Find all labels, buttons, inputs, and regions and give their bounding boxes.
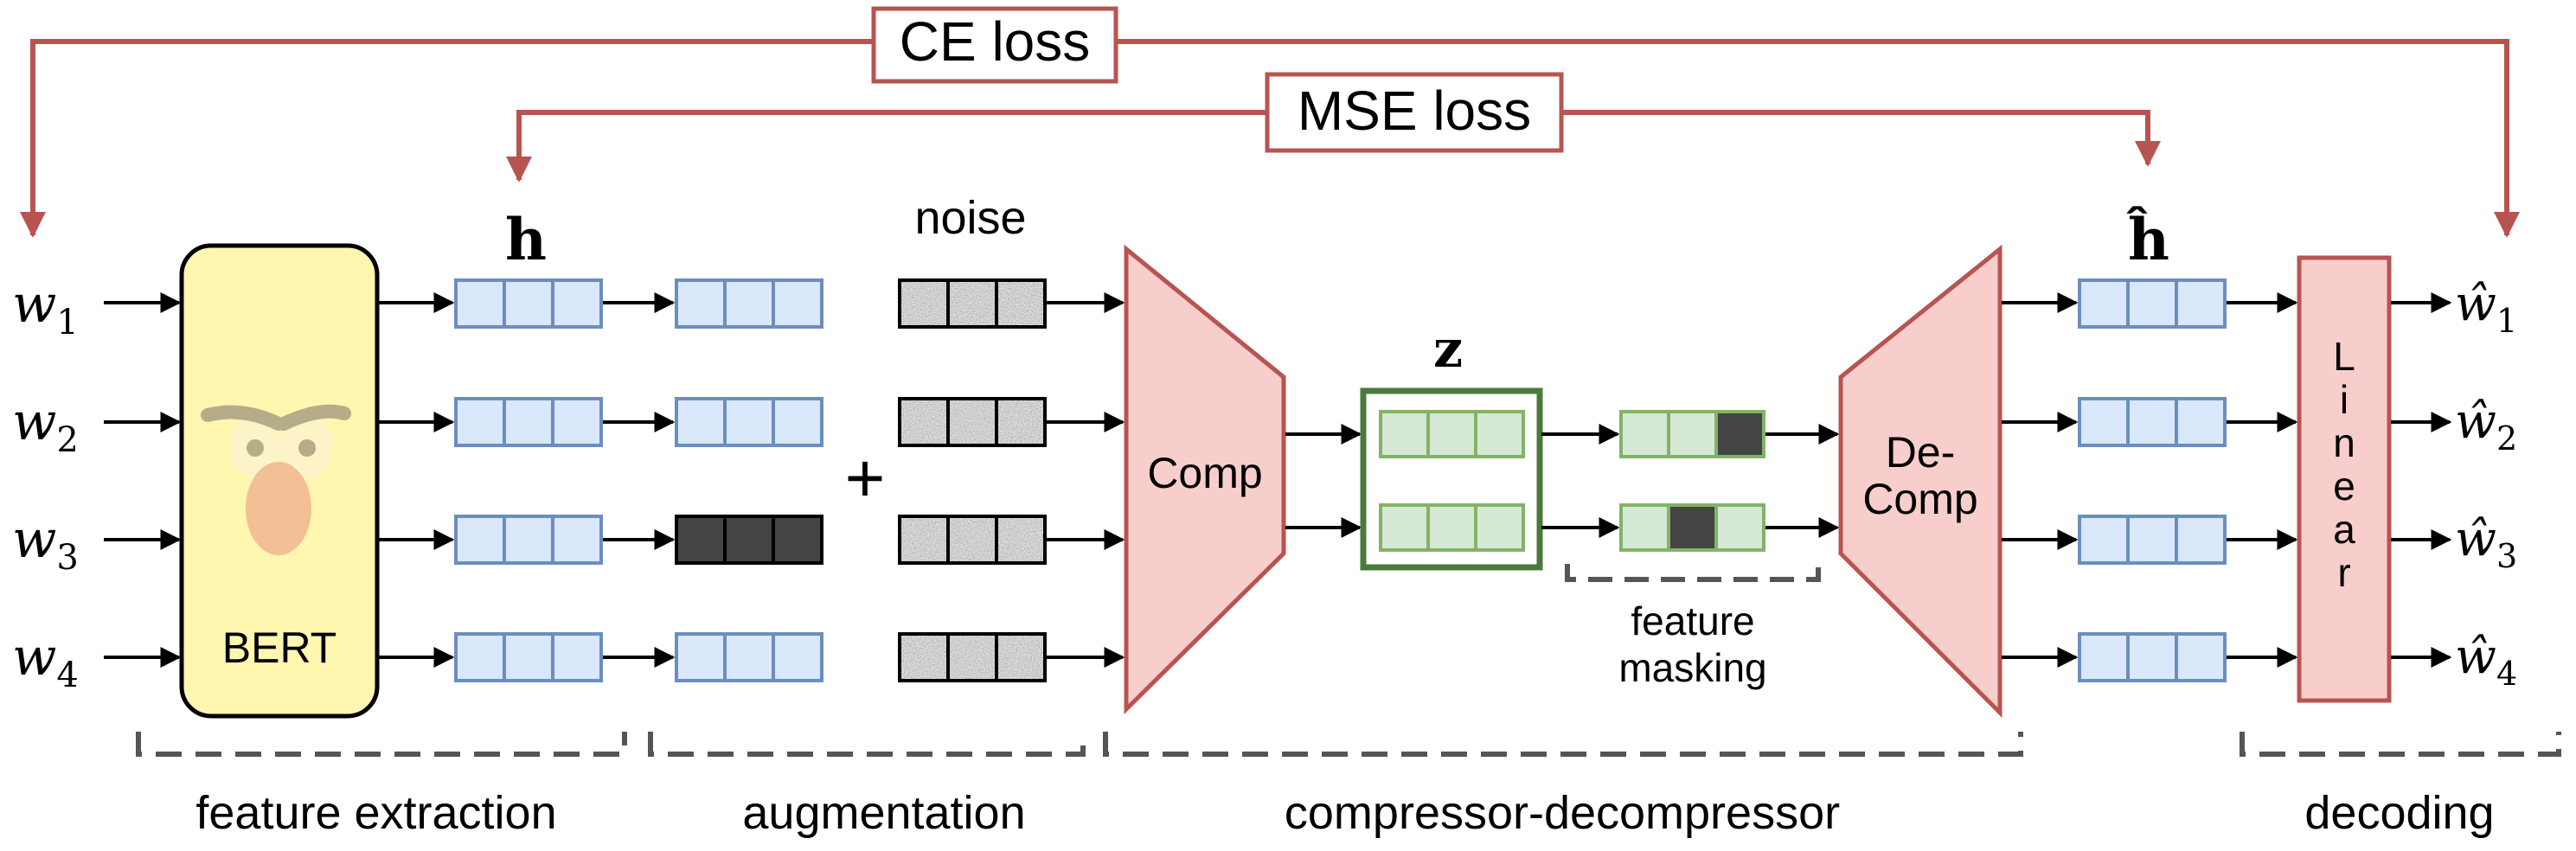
h-vectors [454,278,603,682]
ce-loss-connector: CE loss [20,6,2520,238]
comp-output-arrows [1285,424,1362,538]
mask-output-arrows [1765,424,1840,538]
augmentation-bracket [648,732,1086,757]
h-vector-4 [454,632,603,682]
decompressor-label-line1: De- [1886,428,1956,477]
bert-label: BERT [222,624,336,672]
noise-label: noise [914,192,1026,244]
h-vector-3 [454,515,603,565]
masked-feature-vectors [1619,410,1765,552]
h-output-arrows [603,292,676,668]
compressor-block: Comp [1124,244,1286,714]
plus-sign: + [845,439,886,516]
noise-output-arrows [1047,292,1125,668]
h-hat-output-arrows [2227,292,2298,668]
linear-letter: a [2333,507,2355,552]
feature-extraction-bracket [136,732,627,757]
decompressor-label-line2: Comp [1862,475,1977,523]
h-vector-1 [454,278,603,329]
augmented-vector-2 [675,397,823,447]
compressor-bracket [1103,732,2023,757]
feature-masking-label: feature [1631,598,1754,643]
h-hat-vector-3 [2078,515,2227,565]
z-vector-1 [1379,410,1525,458]
augmented-vector-1 [675,278,823,329]
output-token-w3: ŵ3 [2455,511,2517,575]
decompressor-block: De- Comp [1838,244,2002,719]
bert-face-icon [201,404,351,555]
output-token-w4: ŵ4 [2455,629,2517,693]
noise-vector-4 [898,632,1047,682]
section-label-feature-extraction: feature extraction [195,787,556,839]
augmented-vector-4 [675,632,823,682]
mse-loss-box [1265,72,1564,153]
compressor-label: Comp [1147,449,1262,497]
masked-feature-vector-1 [1619,410,1765,458]
noise-vector-3 [898,515,1047,565]
masked-token-vector [675,515,823,565]
input-token-w4: w4 [12,627,79,695]
input-tokens: w1 w2 w3 w4 [12,274,79,695]
ce-loss-label: CE loss [900,10,1091,73]
augmented-vectors [675,278,823,682]
input-token-w2: w2 [12,392,79,460]
output-token-w1: ŵ1 [2455,276,2517,340]
input-arrows [104,292,182,668]
section-label-augmentation: augmentation [742,787,1025,839]
z-latent [1360,387,1543,571]
mse-loss-connector: MSE loss [506,72,2161,182]
linear-letter: L [2333,334,2355,379]
decomp-output-arrows [2002,292,2079,668]
feature-masking-label-2: masking [1618,645,1766,690]
h-hat-vectors [2078,278,2227,682]
linear-block: L i n e a r [2297,255,2392,703]
noise-vector-1 [898,278,1047,329]
linear-letter: r [2337,550,2350,595]
input-token-w1: w1 [12,274,79,342]
input-token-w3: w3 [12,509,79,578]
feature-masking-bracket [1565,564,1821,582]
ce-loss-box [871,6,1118,84]
output-tokens: ŵ1 ŵ2 ŵ3 ŵ4 [2455,276,2517,693]
h-hat-label: ĥ [2126,206,2169,273]
h-label: h [505,206,547,273]
output-token-w2: ŵ2 [2455,394,2517,457]
section-label-compressor-decompressor: compressor-decompressor [1285,787,1840,839]
linear-letter: i [2340,377,2349,422]
z-output-arrows [1541,424,1620,538]
decoding-bracket [2240,732,2561,757]
noise-vector-2 [898,397,1047,447]
masked-feature-vector-2 [1619,503,1765,552]
z-label: z [1433,319,1463,380]
section-label-decoding: decoding [2304,787,2494,839]
h-hat-vector-1 [2078,278,2227,329]
section-brackets [136,732,2561,757]
h-vector-2 [454,397,603,447]
linear-letter: e [2333,464,2355,509]
bert-block: BERT [179,243,380,719]
h-hat-vector-4 [2078,632,2227,682]
linear-output-arrows [2391,292,2452,668]
noise-vectors [898,278,1047,682]
h-hat-vector-2 [2078,397,2227,447]
bert-output-arrows [378,292,455,668]
mse-loss-label: MSE loss [1298,80,1531,142]
linear-letter: n [2333,420,2355,465]
z-vector-2 [1379,503,1525,552]
